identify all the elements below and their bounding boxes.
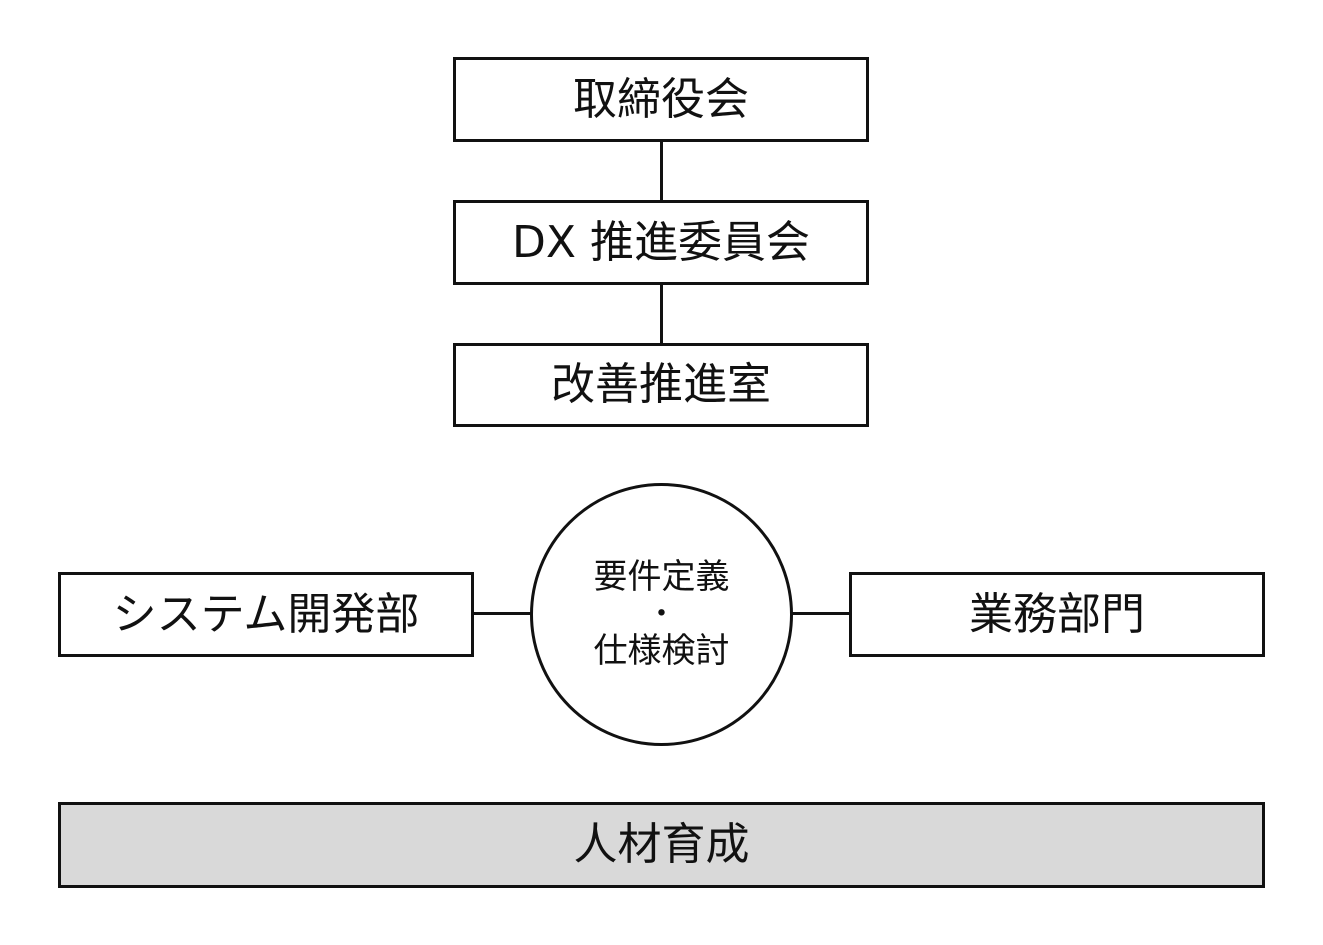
connector-board-to-committee (660, 142, 663, 200)
connector-left-to-circle (474, 612, 532, 615)
improvement-office-label: 改善推進室 (551, 359, 771, 410)
system-development-label: システム開発部 (112, 588, 420, 640)
improvement-office-box: 改善推進室 (453, 343, 869, 427)
requirements-separator: ・ (646, 597, 677, 632)
dx-committee-box: DX 推進委員会 (453, 200, 869, 285)
dx-committee-label: DX 推進委員会 (511, 216, 810, 268)
system-development-box: システム開発部 (58, 572, 474, 657)
requirements-line2: 仕様検討 (593, 631, 730, 671)
requirements-line1: 要件定義 (593, 557, 730, 598)
talent-development-bar: 人材育成 (58, 802, 1265, 888)
requirements-circle: 要件定義 ・ 仕様検討 (530, 483, 793, 746)
business-department-box: 業務部門 (849, 572, 1265, 657)
board-of-directors-box: 取締役会 (453, 57, 869, 142)
connector-committee-to-office (660, 285, 663, 343)
connector-circle-to-right (791, 612, 849, 615)
talent-development-label: 人材育成 (573, 819, 750, 870)
board-of-directors-label: 取締役会 (573, 73, 749, 125)
business-department-label: 業務部門 (969, 588, 1145, 640)
